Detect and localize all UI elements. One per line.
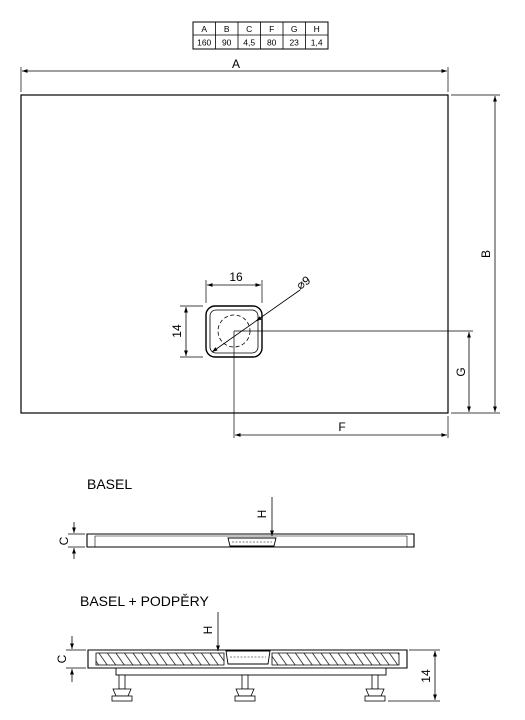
dim-g-label: G — [454, 367, 468, 376]
dim-b-label: B — [479, 250, 493, 258]
basel-drain-cutout — [227, 537, 277, 547]
table-value-b: 90 — [222, 38, 232, 48]
basel-dim-h-label: H — [255, 510, 269, 519]
dim-drain-diameter-leader — [211, 289, 301, 353]
table-header-g: G — [291, 24, 298, 34]
supports-dim-c-label: C — [55, 654, 69, 663]
section-basel-supports-title: BASEL + PODPĚRY — [80, 593, 209, 609]
plan-view: A B 16 14 ⌀9 F G — [20, 57, 500, 438]
section-basel-supports: BASEL + PODPĚRY — [55, 593, 440, 702]
dim-drain-width-label: 16 — [229, 270, 243, 284]
table-value-c: 4,5 — [243, 38, 255, 48]
support-frame — [115, 667, 387, 676]
support-leg-center — [234, 674, 256, 702]
tray-outline — [20, 94, 449, 414]
table-header-a: A — [201, 24, 207, 34]
dim-f-label: F — [338, 420, 345, 434]
support-leg-left — [111, 674, 133, 702]
section-basel: BASEL C H — [57, 476, 415, 559]
dim-drain-diameter-arrow — [255, 316, 263, 322]
supports-tray-hatch-left — [95, 652, 225, 666]
table-value-f: 80 — [267, 38, 277, 48]
table-header-b: B — [224, 24, 230, 34]
table-value-g: 23 — [289, 38, 299, 48]
section-basel-title: BASEL — [87, 476, 132, 492]
table-header-f: F — [269, 24, 274, 34]
dimension-table: A B C F G H 160 90 4,5 80 23 1,4 — [192, 21, 329, 50]
supports-dim-h-label: H — [201, 626, 215, 635]
supports-drain-cutout — [225, 650, 271, 665]
table-header-c: C — [246, 24, 252, 34]
basel-dim-c-label: C — [57, 536, 71, 545]
dim-drain-height-label: 14 — [170, 324, 184, 338]
table-value-h: 1,4 — [311, 38, 323, 48]
table-header-h: H — [314, 24, 320, 34]
support-leg-right — [364, 674, 386, 702]
supports-tray-hatch-right — [271, 652, 400, 666]
supports-dim-height-label: 14 — [419, 669, 433, 683]
dim-drain-diameter-label: ⌀9 — [294, 273, 314, 293]
dim-a-label: A — [232, 57, 240, 71]
basel-tray-outline — [86, 533, 415, 548]
supports-tray-outline — [87, 649, 408, 669]
table-value-a: 160 — [197, 38, 211, 48]
